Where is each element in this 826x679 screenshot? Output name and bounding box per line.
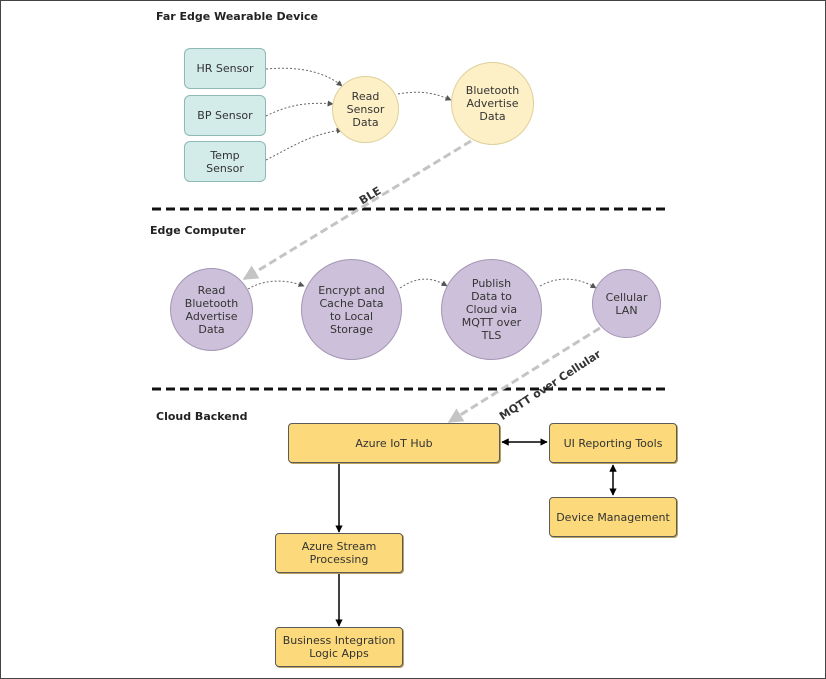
section-title-edge: Edge Computer [150,224,246,237]
hr-sensor-node: HR Sensor [184,48,266,89]
azure-iot-hub-node: Azure IoT Hub [288,423,500,463]
bluetooth-advertise-node: Bluetooth Advertise Data [451,62,534,145]
bp-sensor-node: BP Sensor [184,95,266,136]
publish-mqtt-node: Publish Data to Cloud via MQTT over TLS [441,259,542,360]
device-management-node: Device Management [549,497,677,537]
business-integration-node: Business Integration Logic Apps [275,627,403,667]
read-bluetooth-node: Read Bluetooth Advertise Data [170,268,253,351]
connector-publish-to-cellular [539,278,597,289]
section-title-wearable: Far Edge Wearable Device [156,10,319,23]
connector-bp-to-read [265,100,334,117]
section-title-cloud: Cloud Backend [156,410,248,423]
connector-ble-link [242,139,472,281]
connector-hr-to-read [265,67,343,87]
cellular-lan-node: Cellular LAN [592,269,661,338]
connector-read-to-ble [397,91,452,101]
read-sensor-data-node: Read Sensor Data [332,76,399,143]
connector-mqtt-link [447,326,601,424]
azure-stream-processing-node: Azure Stream Processing [275,533,403,573]
connector-encrypt-to-publish [399,278,448,289]
ui-reporting-tools-node: UI Reporting Tools [549,423,677,463]
connector-readble-to-encrypt [247,280,305,290]
connector-temp-to-read [265,127,343,161]
encrypt-cache-node: Encrypt and Cache Data to Local Storage [301,259,402,360]
temp-sensor-node: Temp Sensor [184,141,266,182]
